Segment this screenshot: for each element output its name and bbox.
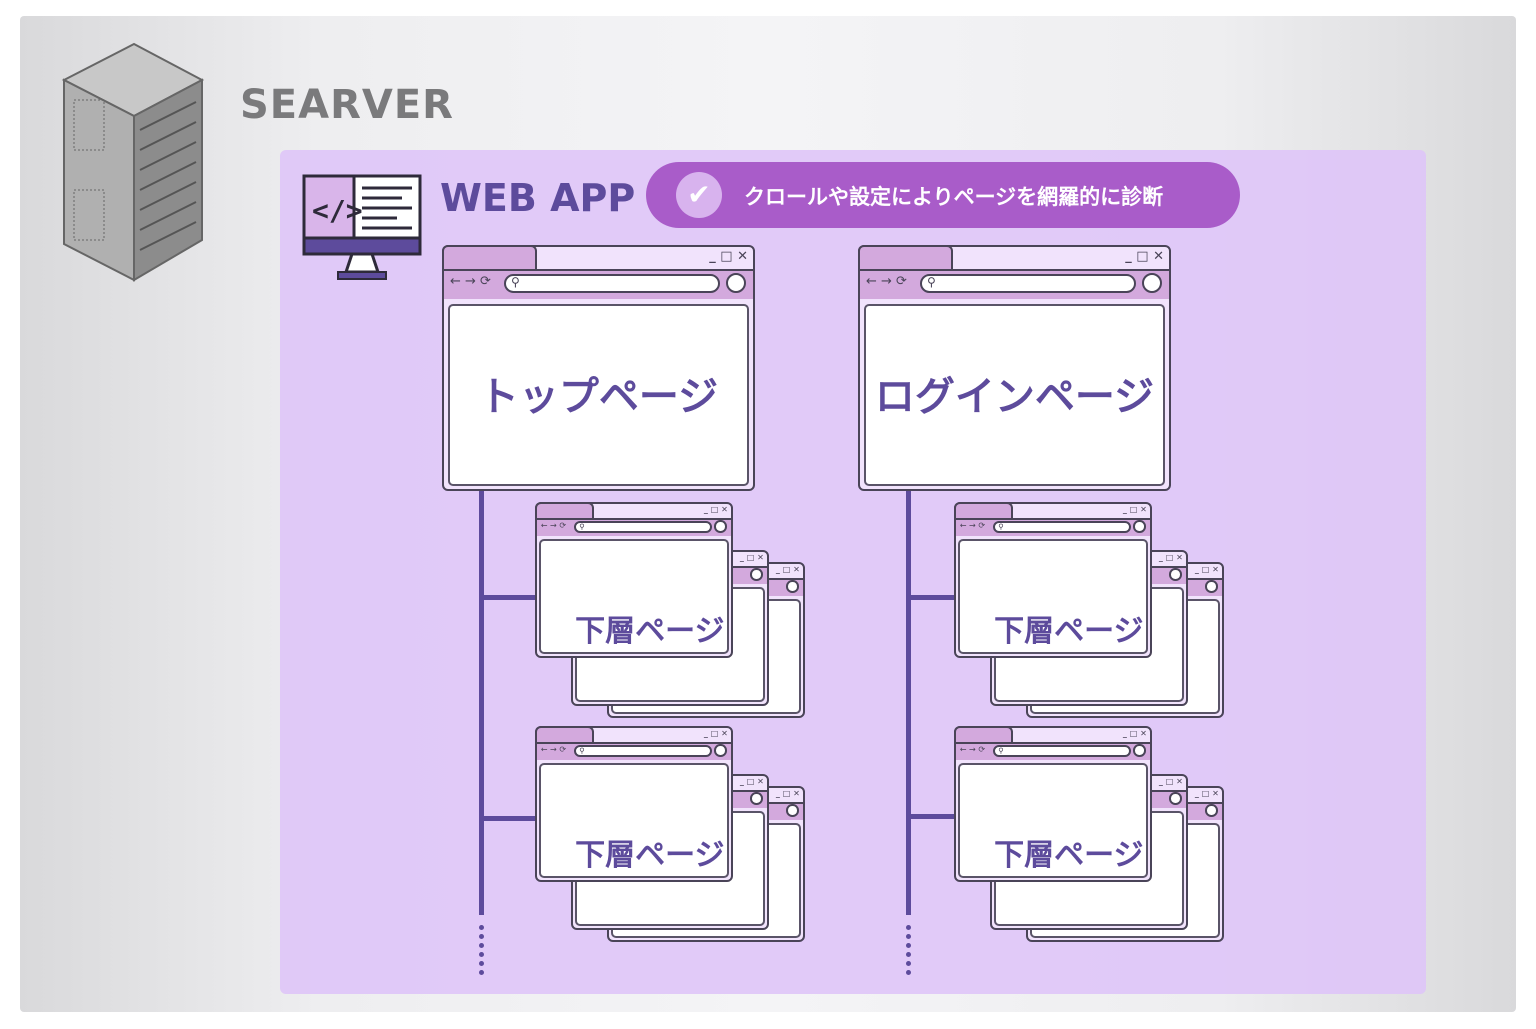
search-icon: ⚲	[998, 522, 1004, 532]
menu-button	[714, 520, 727, 533]
menu-button	[1205, 580, 1218, 593]
server-rack-icon	[61, 42, 205, 282]
window-controls-icon: _ □ ✕	[739, 777, 764, 787]
address-bar: ⚲	[993, 744, 1132, 757]
search-icon: ⚲	[579, 746, 585, 756]
window-controls-icon: _ □ ✕	[1122, 729, 1147, 739]
menu-button	[750, 568, 763, 581]
window-controls-icon: _ □ ✕	[775, 789, 800, 799]
menu-button	[1133, 744, 1146, 757]
address-bar: ⚲	[920, 274, 1136, 293]
window-controls-icon: _ □ ✕	[775, 565, 800, 575]
nav-arrows-icon: ← → ⟳	[959, 520, 986, 530]
menu-button	[786, 580, 799, 593]
page-content: ログインページ	[864, 304, 1165, 486]
continuation-dot	[906, 943, 911, 948]
check-icon: ✔	[676, 172, 722, 218]
menu-button	[714, 744, 727, 757]
browser-tab	[442, 245, 537, 269]
browser-window: _ □ ✕ ← → ⟳ ⚲ 下層ページ	[535, 502, 733, 658]
browser-window: _ □ ✕ ← → ⟳ ⚲ ログインページ	[858, 245, 1171, 491]
search-icon: ⚲	[579, 522, 585, 532]
window-controls-icon: _ □ ✕	[739, 553, 764, 563]
continuation-dot	[479, 943, 484, 948]
address-bar: ⚲	[574, 520, 713, 533]
window-controls-icon: _ □ ✕	[709, 249, 748, 264]
menu-button	[786, 804, 799, 817]
browser-tab	[535, 726, 594, 742]
server-title: SEARVER	[240, 82, 454, 128]
page-label: 下層ページ	[575, 838, 725, 874]
svg-text:</>: </>	[312, 194, 363, 227]
tree-branch	[908, 595, 956, 600]
menu-button	[750, 792, 763, 805]
menu-button	[1205, 804, 1218, 817]
address-bar: ⚲	[574, 744, 713, 757]
window-controls-icon: _ □ ✕	[1122, 505, 1147, 515]
window-controls-icon: _ □ ✕	[1194, 789, 1219, 799]
window-controls-icon: _ □ ✕	[1158, 777, 1183, 787]
browser-window: _ □ ✕ ← → ⟳ ⚲ 下層ページ	[954, 502, 1152, 658]
web-app-title: WEB APP	[440, 176, 636, 220]
continuation-dot	[479, 952, 484, 957]
menu-button	[1169, 792, 1182, 805]
tree-trunk-right	[906, 490, 911, 915]
search-icon: ⚲	[511, 275, 520, 289]
nav-arrows-icon: ← → ⟳	[540, 520, 567, 530]
nav-arrows-icon: ← → ⟳	[450, 274, 491, 289]
search-icon: ⚲	[927, 275, 936, 289]
menu-button	[1169, 568, 1182, 581]
page-content: トップページ	[448, 304, 749, 486]
continuation-dot	[906, 934, 911, 939]
browser-tab	[954, 502, 1013, 518]
page-content: 下層ページ	[539, 763, 729, 879]
diagnosis-badge	[646, 162, 1240, 228]
code-monitor-icon: </>	[302, 174, 422, 280]
menu-button	[726, 273, 746, 293]
tree-branch	[908, 814, 956, 819]
search-icon: ⚲	[998, 746, 1004, 756]
continuation-dot	[906, 970, 911, 975]
address-bar: ⚲	[993, 520, 1132, 533]
window-controls-icon: _ □ ✕	[1158, 553, 1183, 563]
tree-trunk-left	[479, 490, 484, 915]
address-bar: ⚲	[504, 274, 720, 293]
nav-arrows-icon: ← → ⟳	[866, 274, 907, 289]
diagnosis-badge-text: クロールや設定によりページを網羅的に診断	[744, 185, 1164, 209]
continuation-dot	[906, 952, 911, 957]
page-content: 下層ページ	[958, 539, 1148, 655]
browser-window: _ □ ✕ ← → ⟳ ⚲ 下層ページ	[535, 726, 733, 882]
browser-tab	[535, 502, 594, 518]
tree-branch	[481, 816, 537, 821]
menu-button	[1142, 273, 1162, 293]
window-controls-icon: _ □ ✕	[1125, 249, 1164, 264]
browser-tab	[954, 726, 1013, 742]
browser-window: _ □ ✕ ← → ⟳ ⚲ トップページ	[442, 245, 755, 491]
nav-arrows-icon: ← → ⟳	[959, 744, 986, 754]
page-content: 下層ページ	[539, 539, 729, 655]
continuation-dot	[906, 961, 911, 966]
page-label: 下層ページ	[994, 838, 1144, 874]
page-label: トップページ	[478, 374, 719, 420]
window-controls-icon: _ □ ✕	[1194, 565, 1219, 575]
continuation-dot	[479, 970, 484, 975]
page-content: 下層ページ	[958, 763, 1148, 879]
continuation-dot	[479, 961, 484, 966]
window-controls-icon: _ □ ✕	[703, 505, 728, 515]
continuation-dot	[479, 934, 484, 939]
browser-tab	[858, 245, 953, 269]
page-label: ログインページ	[874, 374, 1155, 420]
menu-button	[1133, 520, 1146, 533]
nav-arrows-icon: ← → ⟳	[540, 744, 567, 754]
tree-branch	[481, 595, 537, 600]
page-label: 下層ページ	[575, 614, 725, 650]
continuation-dot	[906, 925, 911, 930]
continuation-dot	[479, 925, 484, 930]
page-label: 下層ページ	[994, 614, 1144, 650]
browser-window: _ □ ✕ ← → ⟳ ⚲ 下層ページ	[954, 726, 1152, 882]
window-controls-icon: _ □ ✕	[703, 729, 728, 739]
